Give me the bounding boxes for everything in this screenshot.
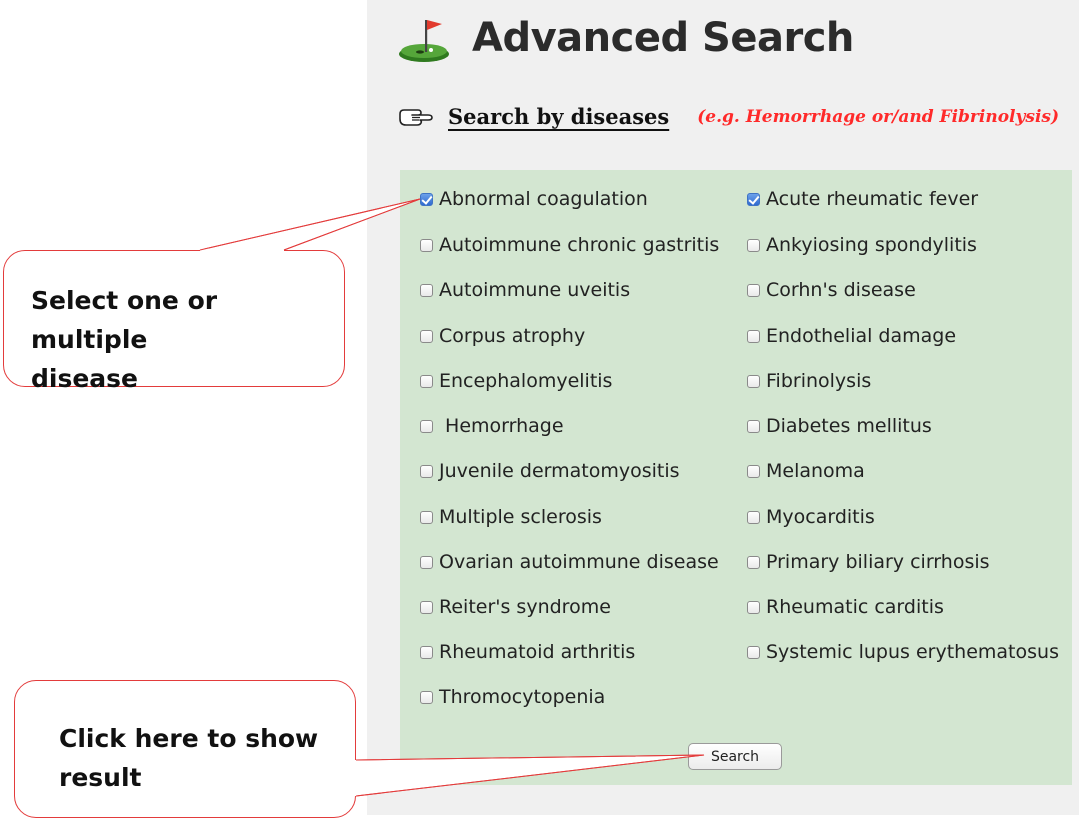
disease-checkbox[interactable] — [747, 329, 760, 343]
disease-label: Rheumatic carditis — [766, 596, 944, 618]
disease-label: Rheumatoid arthritis — [439, 641, 636, 663]
page-title: Advanced Search — [472, 15, 854, 61]
disease-option[interactable]: Reiter's syndrome — [420, 595, 611, 619]
disease-label: Myocarditis — [766, 506, 875, 528]
disease-checkbox[interactable] — [420, 329, 433, 343]
disease-checkbox[interactable] — [747, 419, 760, 433]
disease-option[interactable]: Autoimmune chronic gastritis — [420, 233, 719, 257]
disease-checkbox[interactable] — [420, 374, 433, 388]
disease-checkbox[interactable] — [420, 510, 433, 524]
disease-option[interactable]: Melanoma — [747, 459, 865, 483]
callout-select-line2: disease — [31, 364, 139, 393]
disease-option[interactable]: Rheumatic carditis — [747, 595, 944, 619]
disease-option[interactable]: Multiple sclerosis — [420, 505, 602, 529]
disease-option[interactable]: Ovarian autoimmune disease — [420, 550, 719, 574]
disease-option[interactable]: Rheumatoid arthritis — [420, 640, 635, 664]
callout-click-search: Click here to show result — [14, 680, 356, 818]
disease-label: Juvenile dermatomyositis — [439, 460, 680, 482]
disease-label: Diabetes mellitus — [766, 415, 932, 437]
disease-option[interactable]: Diabetes mellitus — [747, 414, 932, 438]
disease-label: Ankyiosing spondylitis — [766, 234, 977, 256]
disease-label: Melanoma — [766, 460, 865, 482]
disease-checkbox[interactable] — [420, 600, 433, 614]
disease-checkbox[interactable] — [420, 555, 433, 569]
disease-option[interactable]: Acute rheumatic fever — [747, 187, 978, 211]
pointing-hand-icon — [399, 108, 433, 126]
disease-label: Autoimmune uveitis — [439, 279, 631, 301]
disease-option[interactable]: Encephalomyelitis — [420, 369, 612, 393]
disease-label: Corhn's disease — [766, 279, 916, 301]
disease-option[interactable]: Hemorrhage — [420, 414, 564, 438]
disease-label: Corpus atrophy — [439, 325, 586, 347]
disease-checkbox[interactable] — [747, 192, 760, 206]
disease-label: Acute rheumatic fever — [766, 188, 979, 210]
disease-option[interactable]: Systemic lupus erythematosus — [747, 640, 1059, 664]
section-heading: Search by diseases — [448, 104, 670, 129]
disease-checkbox[interactable] — [747, 283, 760, 297]
disease-label: Systemic lupus erythematosus — [766, 641, 1059, 663]
disease-option[interactable]: Myocarditis — [747, 505, 875, 529]
section-header: Search by diseases (e.g. Hemorrhage or/a… — [398, 104, 1059, 129]
callout-select-line1: Select one or multiple — [31, 286, 218, 354]
disease-checkbox[interactable] — [420, 283, 433, 297]
disease-label: Reiter's syndrome — [439, 596, 611, 618]
disease-checkbox[interactable] — [747, 600, 760, 614]
title-row: Advanced Search — [398, 10, 854, 66]
disease-label: Hemorrhage — [439, 415, 564, 437]
disease-checkbox[interactable] — [747, 238, 760, 252]
callout-select-disease: Select one or multiple disease — [3, 250, 345, 393]
disease-checkbox[interactable] — [747, 645, 760, 659]
disease-label: Fibrinolysis — [766, 370, 872, 392]
disease-label: Abnormal coagulation — [439, 188, 648, 210]
disease-checkbox[interactable] — [747, 510, 760, 524]
disease-checkbox[interactable] — [747, 374, 760, 388]
disease-checkbox[interactable] — [747, 555, 760, 569]
disease-label: Thromocytopenia — [439, 686, 606, 708]
disease-option[interactable]: Corhn's disease — [747, 278, 916, 302]
disease-option[interactable]: Endothelial damage — [747, 324, 956, 348]
disease-label: Ovarian autoimmune disease — [439, 551, 719, 573]
disease-checkbox[interactable] — [747, 464, 760, 478]
disease-label: Endothelial damage — [766, 325, 957, 347]
callout-click-line2: result — [59, 763, 142, 792]
disease-checkbox-grid — [400, 170, 1072, 785]
disease-option[interactable]: Abnormal coagulation — [420, 187, 648, 211]
disease-checkbox[interactable] — [420, 464, 433, 478]
search-button[interactable]: Search — [688, 743, 782, 770]
disease-checkbox[interactable] — [420, 645, 433, 659]
callout-click-line1: Click here to show — [59, 724, 319, 753]
disease-label: Encephalomyelitis — [439, 370, 613, 392]
disease-checkbox[interactable] — [420, 192, 433, 206]
disease-option[interactable]: Primary biliary cirrhosis — [747, 550, 990, 574]
disease-option[interactable]: Ankyiosing spondylitis — [747, 233, 977, 257]
golf-flag-icon — [399, 20, 449, 62]
disease-label: Autoimmune chronic gastritis — [439, 234, 720, 256]
disease-option[interactable]: Juvenile dermatomyositis — [420, 459, 680, 483]
disease-label: Primary biliary cirrhosis — [766, 551, 990, 573]
disease-label: Multiple sclerosis — [439, 506, 602, 528]
disease-checkbox[interactable] — [420, 690, 433, 704]
search-hint: (e.g. Hemorrhage or/and Fibrinolysis) — [697, 106, 1060, 127]
disease-option[interactable]: Thromocytopenia — [420, 685, 605, 709]
disease-checkbox[interactable] — [420, 238, 433, 252]
disease-option[interactable]: Autoimmune uveitis — [420, 278, 630, 302]
disease-option[interactable]: Fibrinolysis — [747, 369, 871, 393]
disease-option[interactable]: Corpus atrophy — [420, 324, 585, 348]
disease-checkbox[interactable] — [420, 419, 433, 433]
